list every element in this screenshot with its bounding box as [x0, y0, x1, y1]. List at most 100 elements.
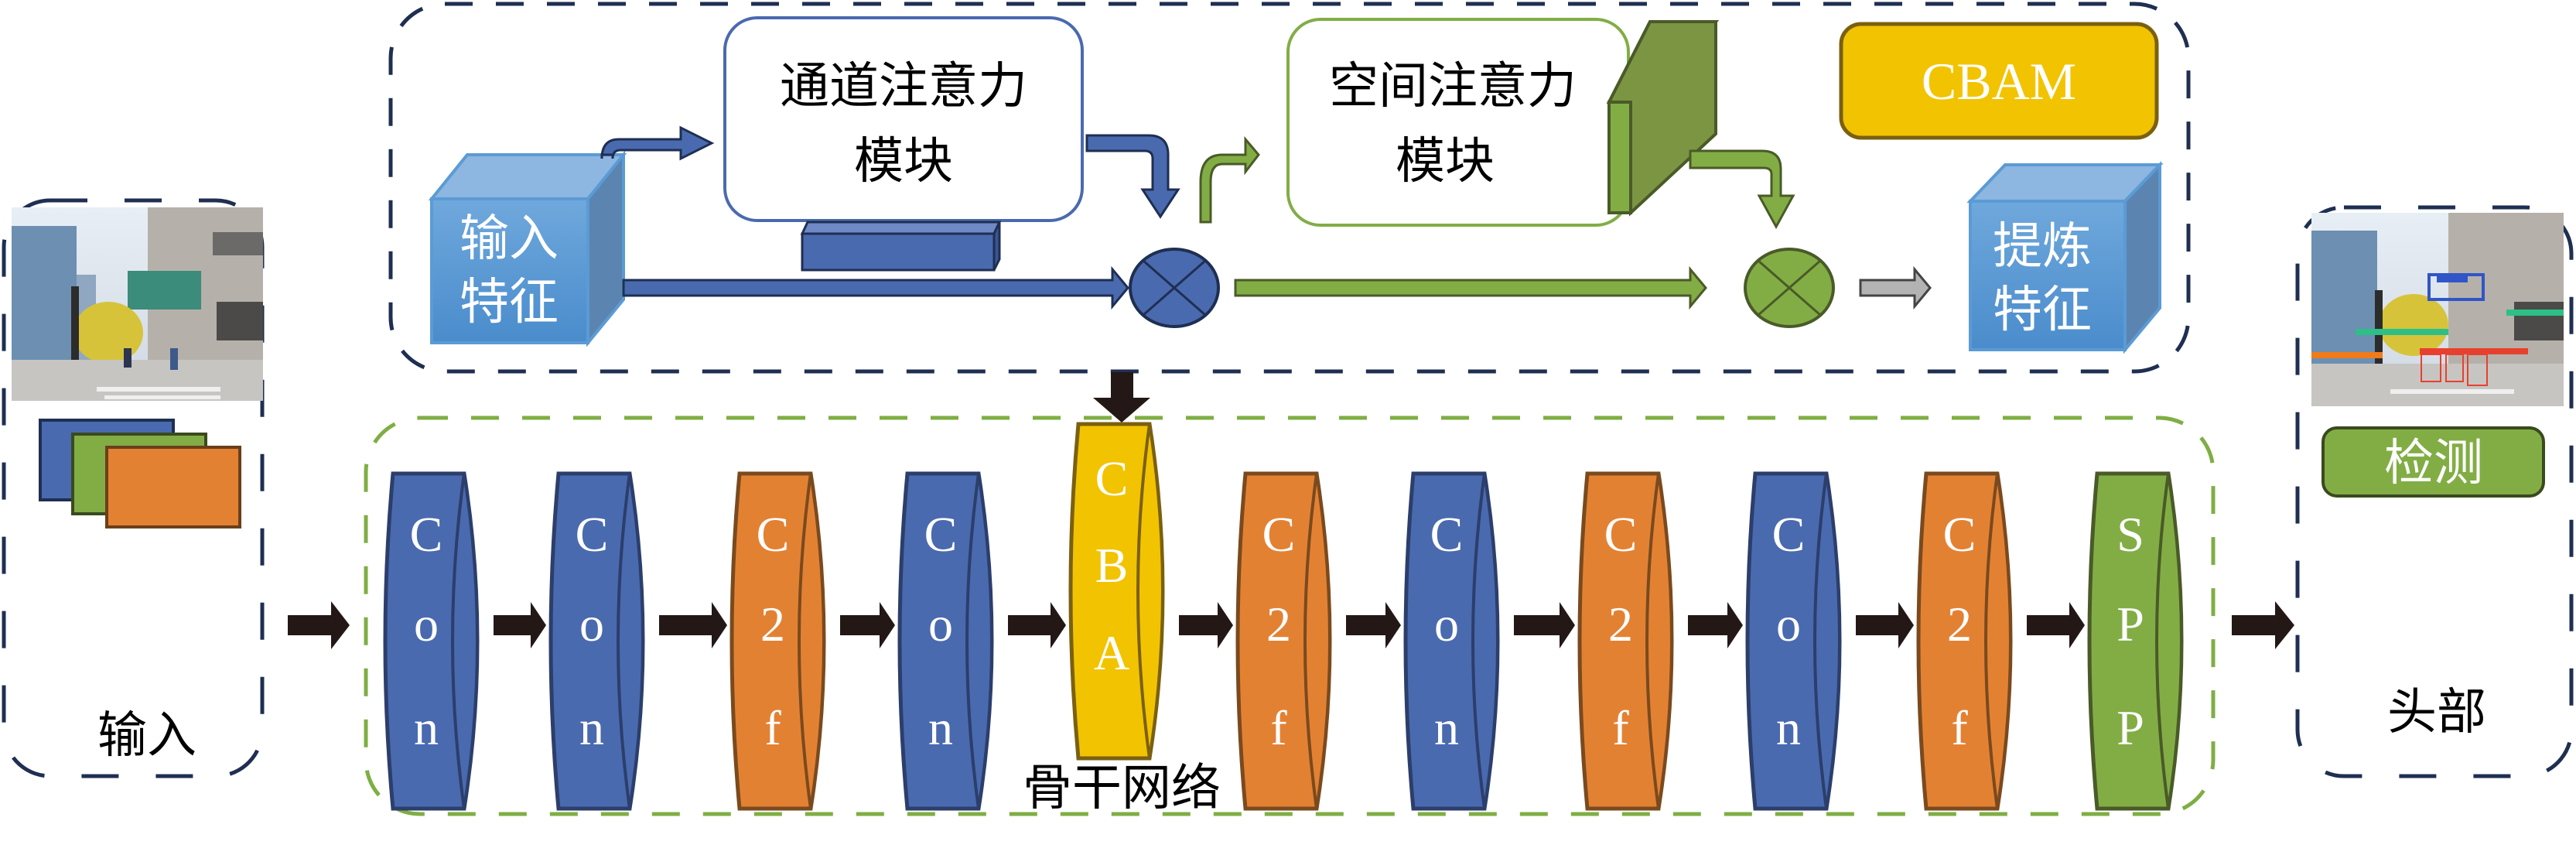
arrow-backbone-to-head [2232, 601, 2294, 649]
backbone-block-c2f: C 2 f [1235, 471, 1332, 811]
input-label: 输入 [97, 707, 196, 765]
block-letter: C [1095, 451, 1129, 506]
cylinder-rim [1813, 473, 1841, 809]
cbam-group-frame [388, 2, 2191, 374]
cylinder-rim [1645, 473, 1673, 809]
block-letter: 2 [1266, 597, 1291, 652]
block-letter: o [1434, 597, 1459, 652]
backbone-block-conv: Con [897, 471, 994, 811]
block-letter: 2 [1947, 597, 1972, 652]
block-letter: P [2116, 700, 2144, 755]
block-letter: A [1094, 625, 1129, 680]
input-image [12, 207, 263, 401]
channel-attention-label-1: 通道注意力 [780, 58, 1027, 115]
block-letter: 2 [760, 597, 785, 652]
backbone-block-conv: Con [1403, 471, 1500, 811]
block-letter: o [928, 597, 953, 652]
arrow-input-to-multiply [622, 265, 1129, 310]
backbone-block-c2f: C 2 f [1577, 471, 1674, 811]
arrow-cbam-into-backbone [1093, 372, 1150, 422]
block-letter: C [757, 507, 790, 562]
cylinder-rim [451, 473, 479, 809]
detection-image [2311, 213, 2564, 406]
arrow-icon [1346, 602, 1401, 648]
block-letter: C [1943, 507, 1976, 562]
multiply-icon-spatial [1744, 248, 1835, 328]
arrow-multiply-to-multiply [1234, 265, 1707, 310]
refined-feature-label-2: 特征 [1993, 282, 2092, 339]
block-letter: f [1612, 700, 1629, 755]
block-letter: C [1262, 507, 1296, 562]
refined-feature-cube: 提炼 特征 [1966, 161, 2164, 354]
backbone-block-spp: SPP [2087, 471, 2184, 811]
arrow-icon [659, 602, 727, 648]
block-letter: C [1772, 507, 1806, 562]
spatial-attention-box [1286, 18, 1630, 227]
block-letter: n [579, 700, 604, 755]
spatial-attention-map [1606, 20, 1720, 217]
block-letter: o [579, 597, 604, 652]
block-letter: B [1095, 538, 1129, 593]
backbone-block-cbam: CBA [1068, 422, 1165, 761]
spatial-attention-label-2: 模块 [1396, 133, 1495, 190]
block-letter: o [414, 597, 439, 652]
arrow-icon [1688, 602, 1743, 648]
arrow-spatial-to-multiply [1689, 149, 1795, 230]
refined-feature-label-1: 提炼 [1993, 218, 2092, 275]
cylinder-rim [617, 473, 644, 809]
channel-card-orange [105, 446, 241, 528]
channel-attention-label-2: 模块 [854, 133, 953, 190]
arrow-to-refined-feature [1859, 265, 1932, 310]
cylinder-rim [1984, 473, 2012, 809]
backbone-block-c2f: C 2 f [729, 471, 826, 811]
channel-attention-vector [800, 221, 1002, 272]
cbam-badge-label: CBAM [1922, 52, 2076, 111]
input-feature-label-2: 特征 [460, 274, 559, 331]
block-letter: n [928, 700, 953, 755]
spatial-attention-label-1: 空间注意力 [1329, 58, 1577, 115]
block-letter: C [1430, 507, 1464, 562]
cylinder-rim [1303, 473, 1331, 809]
cylinder-rim [1471, 473, 1499, 809]
block-letter: C [1604, 507, 1638, 562]
input-feature-label-1: 输入 [460, 210, 559, 268]
arrow-icon [494, 602, 546, 648]
block-letter: n [1776, 700, 1801, 755]
arrow-channel-to-multiply [1085, 134, 1180, 219]
arrow-icon [2027, 602, 2085, 648]
backbone-block-conv: Con [1745, 471, 1842, 811]
block-letter: P [2116, 597, 2144, 652]
cbam-badge [1839, 22, 2159, 140]
detect-label: 检测 [2384, 435, 2483, 492]
block-letter: C [576, 507, 609, 562]
cylinder-rim [1136, 423, 1164, 759]
head-panel-frame [2295, 205, 2574, 778]
multiply-icon-channel [1129, 248, 1220, 328]
backbone-block-conv: Con [548, 471, 645, 811]
detect-box [2321, 426, 2545, 498]
cylinder-rim [2155, 473, 2183, 809]
block-letter: n [414, 700, 439, 755]
arrow-to-channel-attention [600, 125, 715, 161]
backbone-frame [364, 416, 2216, 816]
arrow-icon [1008, 602, 1066, 648]
input-feature-cube: 输入 特征 [428, 150, 627, 347]
input-panel-frame [2, 198, 265, 778]
arrow-icon [1856, 602, 1914, 648]
head-label: 头部 [2387, 684, 2486, 741]
arrow-input-to-backbone [288, 601, 350, 649]
block-letter: f [764, 700, 781, 755]
block-letter: n [1434, 700, 1459, 755]
arrow-to-spatial-attention [1199, 135, 1260, 224]
block-letter: S [2116, 507, 2144, 562]
block-letter: 2 [1608, 597, 1633, 652]
arrow-icon [840, 602, 895, 648]
block-letter: f [1951, 700, 1968, 755]
block-letter: C [410, 507, 443, 562]
channel-attention-box [723, 16, 1084, 222]
arrow-icon [1514, 602, 1575, 648]
block-letter: f [1270, 700, 1287, 755]
block-letter: o [1776, 597, 1801, 652]
